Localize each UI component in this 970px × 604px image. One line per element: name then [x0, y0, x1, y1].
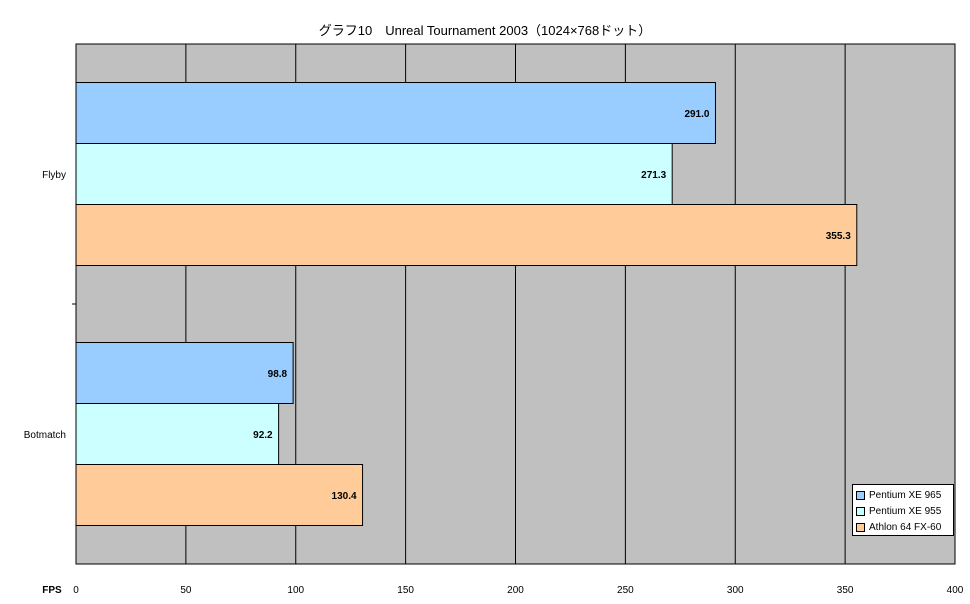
bar: [75, 82, 716, 144]
x-tick-label: 300: [727, 585, 744, 596]
x-tick-label: 150: [397, 585, 414, 596]
category-label: Botmatch: [24, 430, 66, 441]
legend-item: Pentium XE 955: [856, 503, 950, 519]
legend-swatch: [856, 506, 865, 516]
category-label: Flyby: [42, 170, 66, 181]
data-label: 98.8: [268, 369, 288, 380]
x-tick-label: 250: [617, 585, 634, 596]
legend-item: Pentium XE 965: [856, 487, 950, 503]
x-tick-label: 350: [837, 585, 854, 596]
x-tick-label: 50: [180, 585, 192, 596]
bar: [75, 143, 673, 205]
x-tick-label: 100: [287, 585, 304, 596]
legend-label: Pentium XE 955: [869, 505, 942, 517]
data-label: 291.0: [684, 109, 709, 120]
legend-item: Athlon 64 FX-60: [856, 519, 950, 535]
data-label: 92.2: [253, 430, 273, 441]
legend-label: Pentium XE 965: [869, 489, 942, 501]
x-axis-label: FPS: [42, 585, 62, 596]
data-label: 355.3: [826, 231, 851, 242]
bar: [75, 204, 858, 266]
chart-title: グラフ10 Unreal Tournament 2003（1024×768ドット…: [318, 23, 652, 38]
data-label: 271.3: [641, 170, 666, 181]
legend-label: Athlon 64 FX-60: [869, 521, 942, 533]
x-tick-label: 200: [507, 585, 524, 596]
bar: [75, 403, 280, 465]
x-tick-label: 400: [947, 585, 964, 596]
x-tick-label: 0: [73, 585, 79, 596]
bar: [75, 342, 294, 404]
bar: [75, 464, 364, 526]
data-label: 130.4: [332, 491, 357, 502]
legend-swatch: [856, 490, 865, 500]
legend-swatch: [856, 522, 865, 532]
